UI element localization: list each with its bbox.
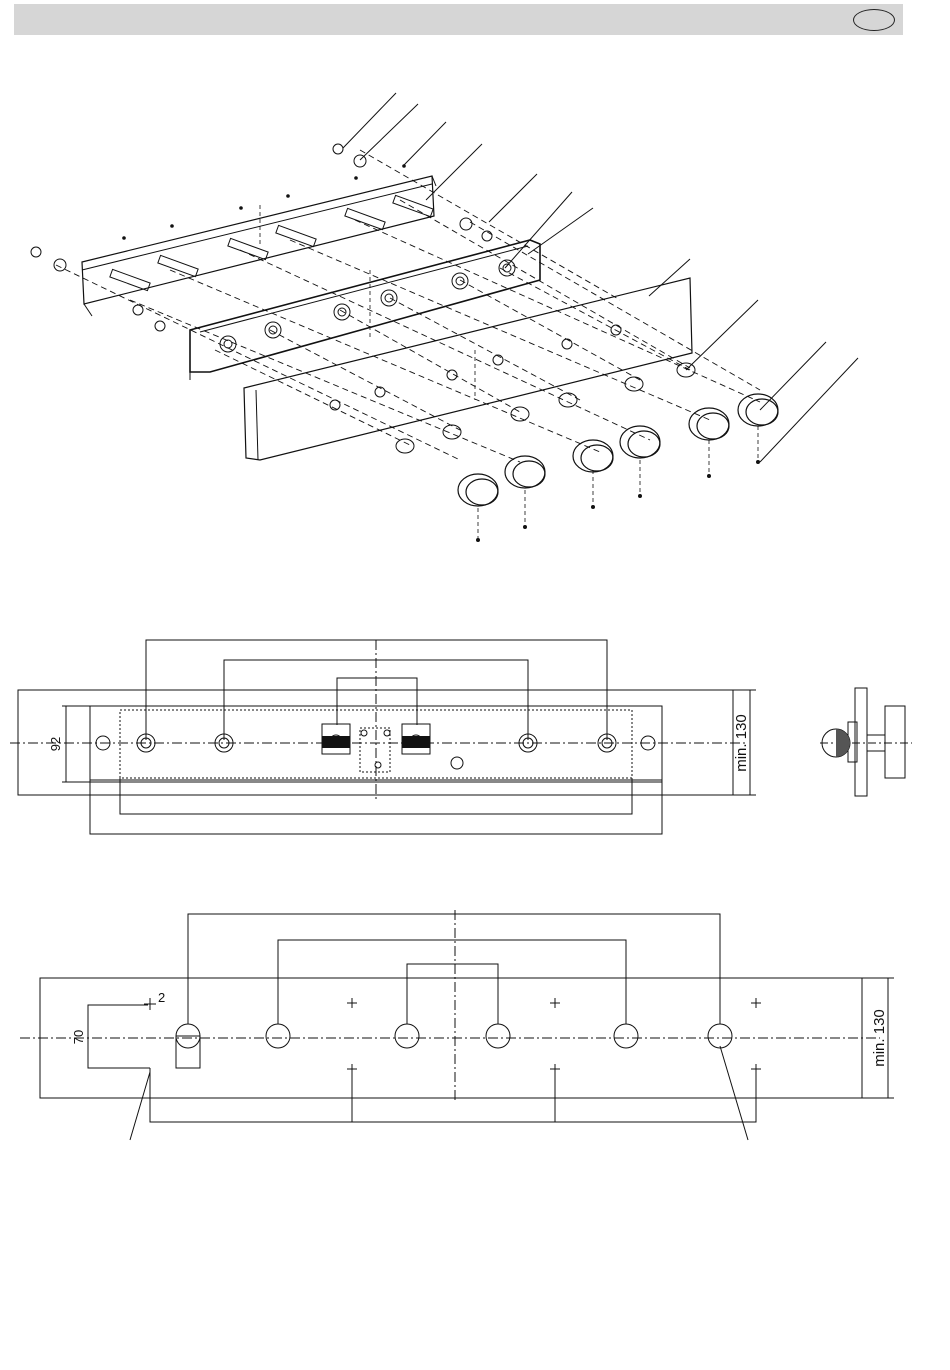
note-marker: 2	[158, 990, 165, 1005]
template-min-height-label: min. 130	[871, 1009, 888, 1067]
hole-spacing-label: 70	[71, 1030, 86, 1044]
